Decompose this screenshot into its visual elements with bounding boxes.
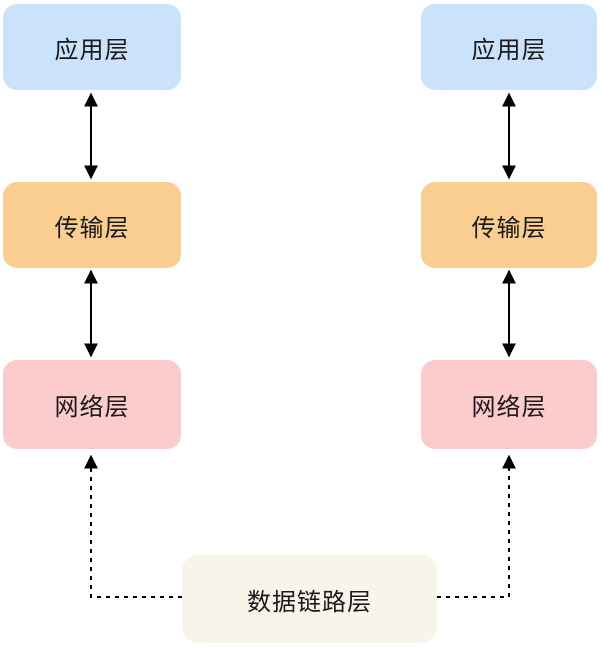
node-transport-layer-right: 传输层 [421,182,597,268]
node-label: 传输层 [54,214,130,242]
node-transport-layer-left: 传输层 [3,182,181,268]
node-label: 传输层 [471,214,547,242]
node-application-layer-right: 应用层 [421,4,597,90]
dashed-arrow-datalink-right-network [437,454,516,598]
node-application-layer-left: 应用层 [3,4,181,90]
node-label: 应用层 [471,36,547,64]
node-label: 网络层 [54,394,130,421]
node-label: 应用层 [54,36,130,64]
node-network-layer-left: 网络层 [3,360,181,449]
node-label: 网络层 [471,394,547,421]
node-datalink-layer: 数据链路层 [182,555,437,643]
dashed-arrow-datalink-left-network [84,454,182,598]
node-network-layer-right: 网络层 [421,360,597,449]
node-label: 数据链路层 [247,588,372,616]
